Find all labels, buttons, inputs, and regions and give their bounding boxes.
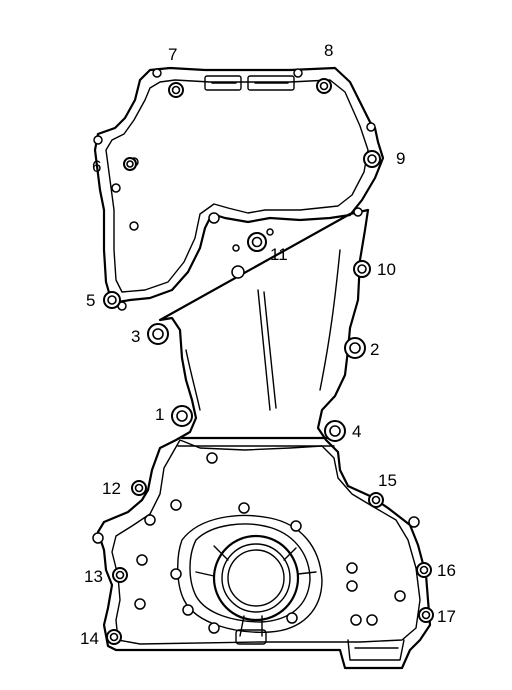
bolt-10 bbox=[353, 260, 371, 278]
callout-4: 4 bbox=[352, 422, 361, 441]
bolt-8 bbox=[316, 78, 332, 94]
bolt-16 bbox=[416, 562, 432, 578]
callout-14: 14 bbox=[80, 629, 99, 648]
crankshaft-seal-area bbox=[177, 514, 323, 645]
bolt-12 bbox=[131, 480, 147, 496]
bolt-13 bbox=[112, 567, 128, 583]
callout-2: 2 bbox=[370, 340, 379, 359]
callout-16: 16 bbox=[437, 561, 456, 580]
callout-8: 8 bbox=[324, 41, 333, 60]
callout-3: 3 bbox=[131, 327, 140, 346]
callout-17: 17 bbox=[437, 607, 456, 626]
bolt-14 bbox=[106, 629, 122, 645]
callout-9: 9 bbox=[396, 149, 405, 168]
callout-15: 15 bbox=[378, 471, 397, 490]
callout-5: 5 bbox=[86, 291, 95, 310]
callout-7: 7 bbox=[168, 45, 177, 64]
bolt-5 bbox=[103, 291, 121, 309]
bolt-17 bbox=[418, 607, 434, 623]
bolt-4 bbox=[324, 420, 346, 442]
callout-12: 12 bbox=[102, 479, 121, 498]
callout-10: 10 bbox=[377, 260, 396, 279]
bolt-3 bbox=[147, 323, 169, 345]
bolt-15 bbox=[368, 492, 384, 508]
callout-6: 6 bbox=[92, 157, 101, 176]
bolt-2 bbox=[344, 337, 366, 359]
lower-cover-outline bbox=[96, 208, 432, 670]
callout-11: 11 bbox=[270, 245, 288, 264]
bolt-7 bbox=[168, 82, 184, 98]
bolt-11 bbox=[247, 232, 267, 252]
callout-13: 13 bbox=[84, 567, 103, 586]
mounting-holes bbox=[92, 68, 420, 634]
bolt-1 bbox=[171, 405, 193, 427]
bolt-6 bbox=[123, 157, 137, 171]
callout-1: 1 bbox=[155, 405, 164, 424]
bolt-9 bbox=[363, 150, 381, 168]
